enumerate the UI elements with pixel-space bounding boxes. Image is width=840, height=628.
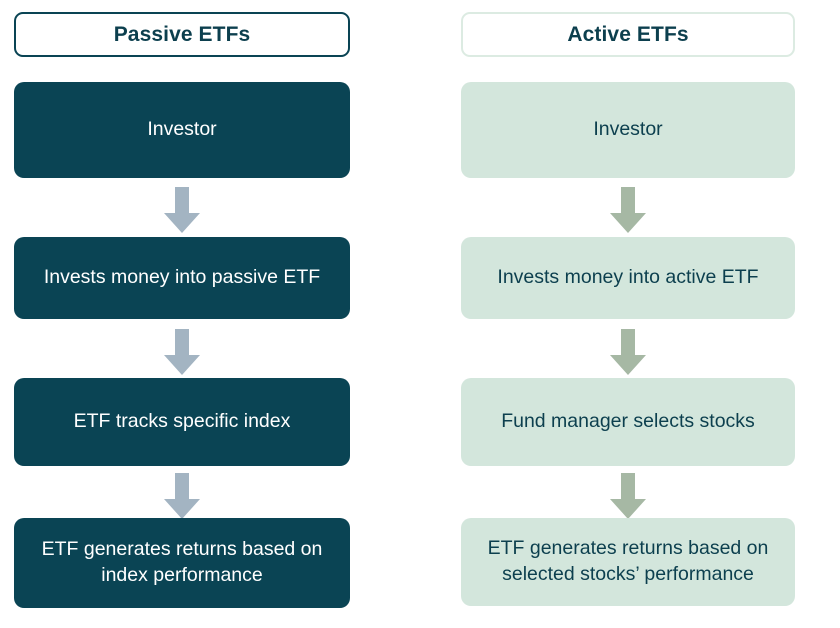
active-step-3-fund-manager: Fund manager selects stocks [461,378,795,466]
column-active-etfs: Active ETFs Investor Invests money into … [461,0,795,628]
active-step-1-investor: Investor [461,82,795,178]
active-step-4-returns: ETF generates returns based on selected … [461,518,795,606]
active-arrow-down-1 [610,187,646,233]
active-step-2-invests-money: Invests money into active ETF [461,237,795,319]
active-step-4-label: ETF generates returns based on selected … [487,537,769,585]
passive-step-3-tracks-index: ETF tracks specific index [14,378,350,466]
passive-step-1-investor: Investor [14,82,350,178]
header-active-etfs-label: Active ETFs [567,22,689,46]
passive-step-2-invests-money: Invests money into passive ETF [14,237,350,319]
active-arrow-down-2 [610,329,646,375]
passive-step-2-label: Invests money into passive ETF [43,266,321,289]
passive-step-3-label: ETF tracks specific index [73,410,291,433]
active-step-2-label: Invests money into active ETF [497,266,759,289]
passive-step-4-returns: ETF generates returns based on index per… [14,518,350,608]
active-step-1-label: Investor [593,118,663,141]
passive-arrow-down-3 [164,473,200,519]
active-arrow-down-3 [610,473,646,519]
header-active-etfs: Active ETFs [461,12,795,57]
column-passive-etfs: Passive ETFs Investor Invests money into… [14,0,350,628]
active-step-3-label: Fund manager selects stocks [501,410,755,433]
header-passive-etfs-label: Passive ETFs [113,22,251,46]
header-passive-etfs: Passive ETFs [14,12,350,57]
passive-arrow-down-2 [164,329,200,375]
passive-arrow-down-1 [164,187,200,233]
passive-step-4-label: ETF generates returns based on index per… [41,538,323,586]
passive-step-1-label: Investor [147,118,217,141]
